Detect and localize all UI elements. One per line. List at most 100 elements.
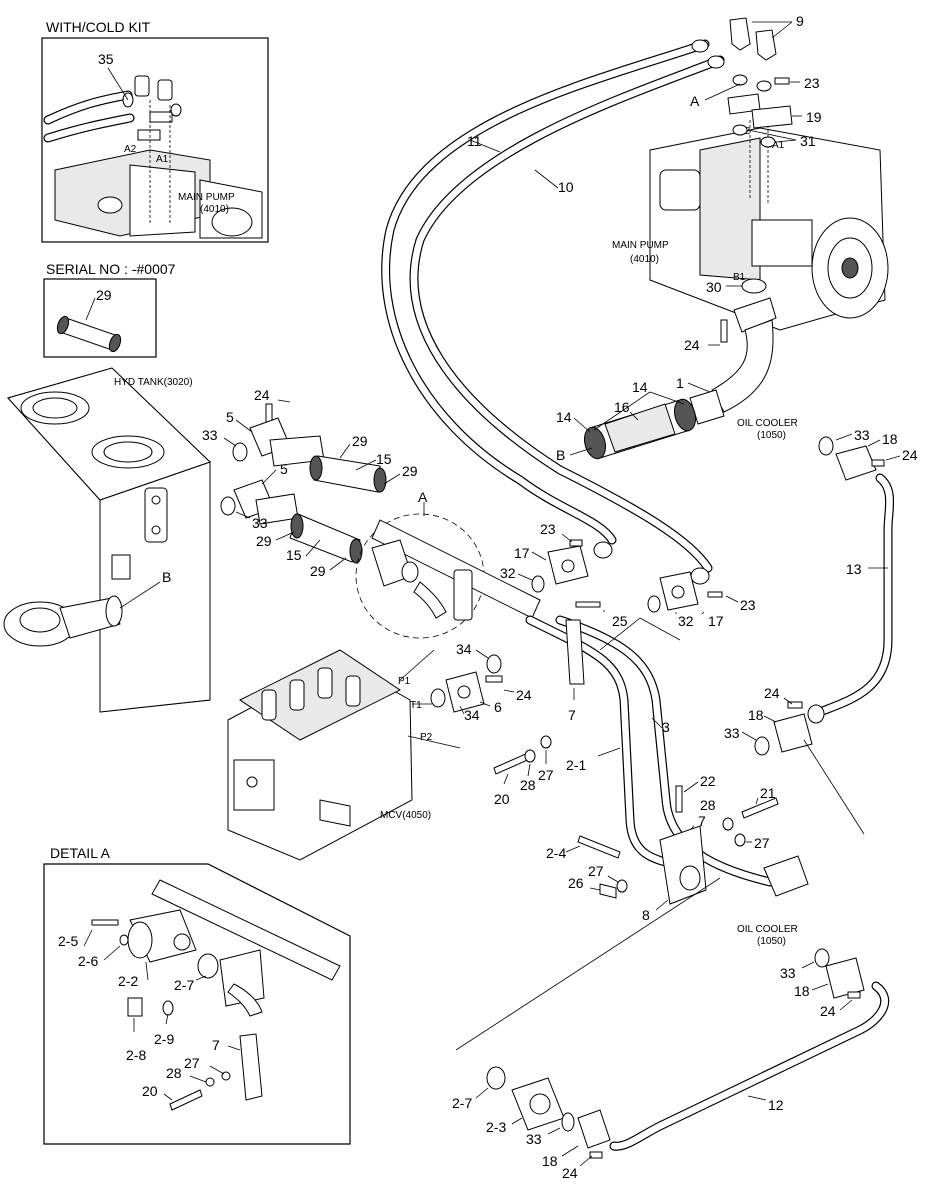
callout-33-lower-right: 33 [780,965,796,981]
oil-cooler-lower-label: OIL COOLER [737,924,798,935]
callout-6: 6 [494,699,502,715]
port-b1-label: B1 [733,272,746,283]
callout-32-right: 32 [678,613,694,629]
inset-cold-kit: WITH/COLD KIT 35 A2 A1 MAIN PUMP (4010) [41,19,269,243]
inset-serial: SERIAL NO : -#0007 29 [43,261,176,358]
flange-6: 34 24 34 6 [430,641,532,723]
callout-13: 13 [846,561,862,577]
callout-33-tank-lower: 33 [252,515,268,531]
detail-a-item-2-2: 2-2 [118,973,138,989]
callout-A-top: A [690,93,700,109]
callout-34-lower: 34 [464,707,480,723]
main-pump: MAIN PUMP (4010) A2 A1 B1 [612,120,889,331]
lower-fittings: 2-7 2-3 33 18 24 [452,1066,611,1181]
callout-29-upper-a: 29 [352,433,368,449]
hoses-10-11: 11 10 [381,39,725,585]
inset-cold-kit-pump-code: (4010) [200,204,229,215]
detail-a-item-2-6: 2-6 [78,953,98,969]
callout-10: 10 [558,179,574,195]
inset-serial-item-29: 29 [96,287,112,303]
flanges-17: 23 17 32 25 23 32 17 [500,521,756,651]
callout-20: 20 [494,791,510,807]
detail-a-item-27: 27 [184,1055,200,1071]
callout-B-left: B [162,569,171,585]
callout-34-upper: 34 [456,641,472,657]
callout-24-pump: 24 [684,337,700,353]
callout-14-lower: 14 [556,409,572,425]
callout-31: 31 [800,133,816,149]
callout-24-lower-right: 24 [820,1003,836,1019]
callout-22: 22 [700,773,716,789]
hyd-tank-label: HYD TANK(3020) [114,377,193,388]
callout-29-upper-b: 29 [402,463,418,479]
callout-33-upper: 33 [854,427,870,443]
callout-A-mid: A [418,489,428,505]
callout-17-right: 17 [708,613,724,629]
main-pump-code: (4010) [630,254,659,265]
oil-cooler-upper-label: OIL COOLER [737,418,798,429]
detail-a-item-7: 7 [212,1037,220,1053]
port-p1-label: P1 [398,676,411,687]
callout-23-flange-left: 23 [540,521,556,537]
port-p2-label: P2 [420,732,433,743]
detail-a-item-20: 20 [142,1083,158,1099]
detail-a-item-2-9: 2-9 [154,1031,174,1047]
callout-24-cooler-mid: 24 [764,685,780,701]
callout-27-center: 27 [538,767,554,783]
callout-3: 3 [662,719,670,735]
callout-30: 30 [706,279,722,295]
callout-18-upper: 18 [882,431,898,447]
callout-18-lower-right: 18 [794,983,810,999]
inset-cold-kit-title: WITH/COLD KIT [46,19,151,35]
callout-9: 9 [796,13,804,29]
callout-18-lower: 18 [542,1153,558,1169]
hyd-tank: HYD TANK(3020) B [3,367,211,713]
callout-24-mcv: 24 [516,687,532,703]
callout-29-lower-a: 29 [256,533,272,549]
inset-serial-title: SERIAL NO : -#0007 [46,261,176,277]
mcv-label: MCV(4050) [380,810,431,821]
inset-cold-kit-pump-label: MAIN PUMP [178,192,235,203]
callout-5-upper: 5 [226,409,234,425]
mcv: P1 T1 P2 MCV(4050) [227,649,461,861]
oil-cooler-lower: OIL COOLER (1050) 33 18 24 12 [609,924,890,1151]
callout-19: 19 [806,109,822,125]
callout-2-7-lower: 2-7 [452,1095,472,1111]
callout-1: 1 [676,375,684,391]
inset-detail-a-title: DETAIL A [50,845,111,861]
bolts-right: 22 21 28 27 7 [675,773,779,851]
callout-24-lower: 24 [562,1165,578,1181]
callout-B-right: B [556,447,565,463]
detail-a-item-2-7: 2-7 [174,977,194,993]
pipe-assembly-center: A 3 2-1 7 [355,489,809,897]
callout-18-mid: 18 [748,707,764,723]
callout-25: 25 [612,613,628,629]
callout-33-tank-upper: 33 [202,427,218,443]
inset-cold-kit-port-a1: A1 [156,154,169,165]
oil-cooler-lower-code: (1050) [757,936,786,947]
callout-15-lower: 15 [286,547,302,563]
detail-a-item-28: 28 [166,1065,182,1081]
callout-29-lower-b: 29 [310,563,326,579]
callout-5-lower: 5 [280,461,288,477]
port-t1-label: T1 [410,700,422,711]
callout-27-bracket: 27 [588,863,604,879]
main-pump-label: MAIN PUMP [612,240,669,251]
callout-17-left: 17 [514,545,530,561]
suction-pipe: 30 24 1 14 14 16 B [556,278,777,463]
callout-7-center: 7 [568,707,576,723]
callout-24-tank: 24 [254,387,270,403]
inset-cold-kit-item-35: 35 [98,51,114,67]
callout-12: 12 [768,1097,784,1113]
callout-2-4: 2-4 [546,845,566,861]
bracket-8: 2-4 27 26 8 [455,825,721,1051]
callout-26: 26 [568,875,584,891]
callout-2-3: 2-3 [486,1119,506,1135]
port-a1-label: A1 [772,140,785,151]
callout-7-right: 7 [698,813,706,829]
callout-28-center: 28 [520,777,536,793]
suction-pipes-tank: 24 5 33 29 15 29 5 33 29 15 29 [202,387,418,579]
callout-21: 21 [760,785,776,801]
pump-fittings: 9 23 A 19 31 [690,13,822,149]
callout-28-right: 28 [700,797,716,813]
